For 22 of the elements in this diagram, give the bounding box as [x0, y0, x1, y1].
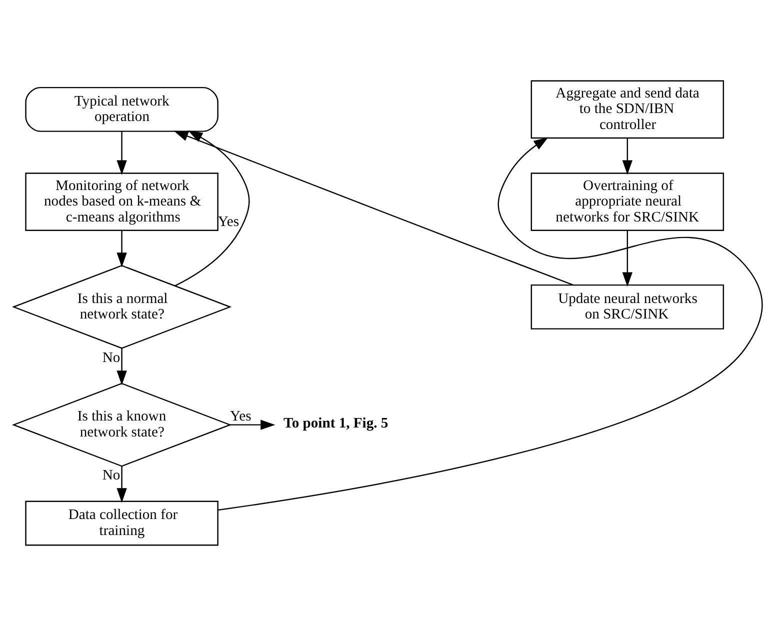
arrow: [622, 138, 633, 175]
node-box: Aggregate and send data to the SDN/IBN controller: [530, 80, 724, 139]
node-box: Update neural networks on SRC/SINK: [530, 284, 724, 330]
arrow: [116, 466, 127, 503]
arrow: [218, 137, 763, 511]
arrow: [174, 130, 574, 286]
node-diamond: Is this a known network state?: [12, 382, 232, 467]
edge-label: No: [102, 468, 120, 484]
edge-label: Yes: [230, 408, 252, 425]
arrow: [622, 230, 633, 287]
edge-label: No: [102, 350, 120, 366]
arrow: [116, 132, 127, 175]
arrow: [230, 420, 276, 430]
node-box: Monitoring of network nodes based on k-means & c-means algorithms: [25, 172, 218, 231]
node-diamond: Is this a normal network state?: [12, 264, 232, 349]
node-box: Typical network operation: [25, 86, 218, 132]
node-box: Data collection for training: [25, 500, 218, 546]
node-text: To point 1, Fig. 5: [283, 415, 388, 432]
arrow: [174, 130, 250, 286]
arrow: [116, 348, 127, 386]
node-box: Overtraining of appropriate neural networks for SRC/SINK: [530, 172, 724, 231]
arrow: [116, 230, 127, 268]
